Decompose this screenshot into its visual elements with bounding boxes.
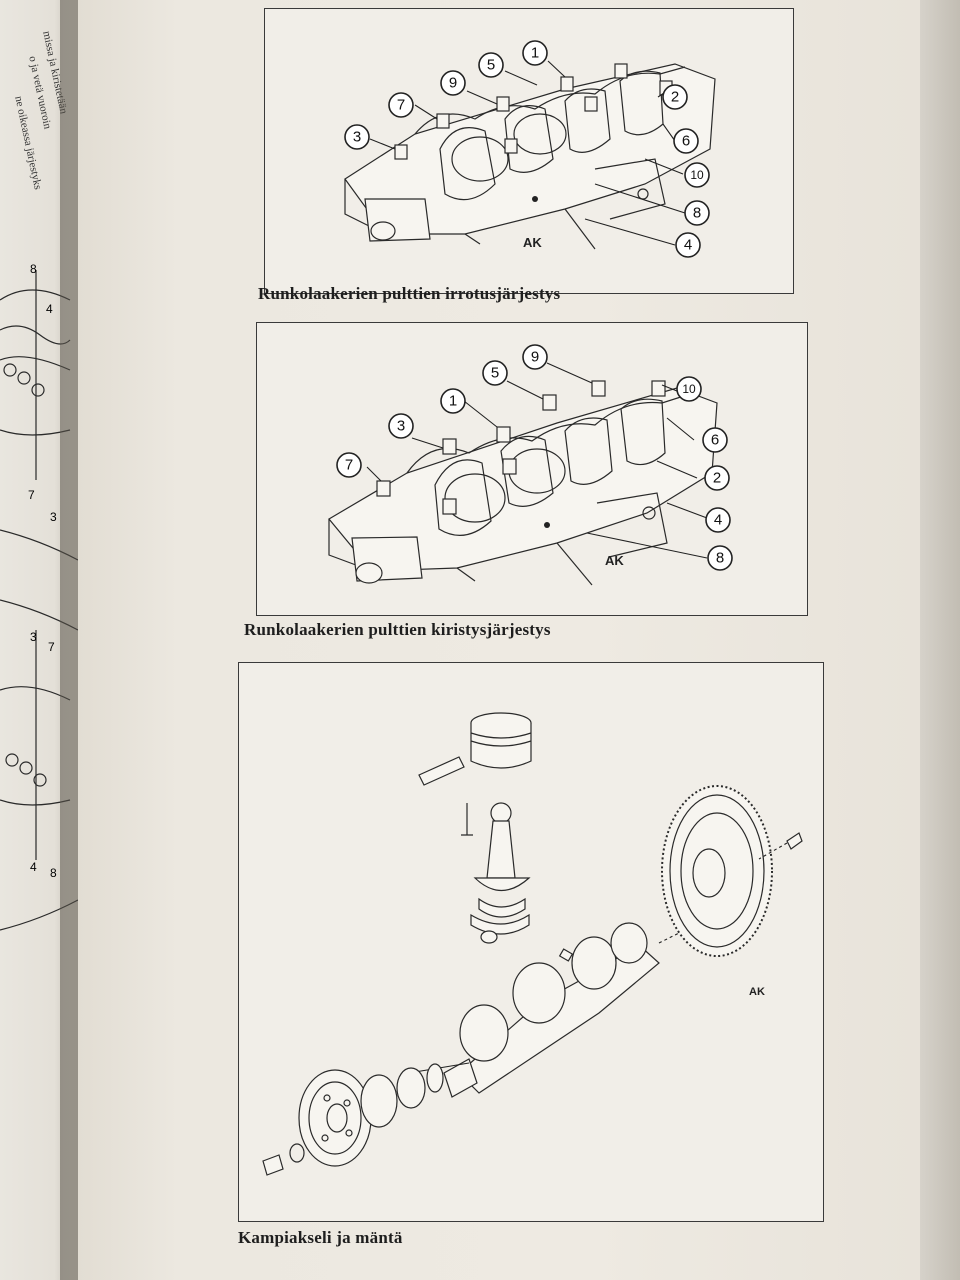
callout-9: 9 xyxy=(440,70,466,96)
left-diagram-number: 8 xyxy=(30,262,37,276)
engine-block-illustration: AK 1 2 3 4 5 6 7 8 9 10 xyxy=(344,40,716,258)
svg-text:10: 10 xyxy=(690,168,704,182)
svg-text:5: 5 xyxy=(487,57,495,74)
flywheel-icon xyxy=(661,785,773,957)
figure-caption: Runkolaakerien pulttien irrotusjärjestys xyxy=(258,284,561,303)
piston-icon xyxy=(470,712,532,769)
pulley-bolt-icon xyxy=(262,1154,284,1176)
ak-label: AK xyxy=(749,986,765,998)
left-diagram-number: 7 xyxy=(28,488,35,502)
washer-icon xyxy=(289,1143,305,1163)
svg-text:4: 4 xyxy=(714,512,722,529)
callout-3: 3 xyxy=(344,124,370,150)
figure-bolt-tightening-order: AK 1 2 3 4 5 6 7 8 9 10 xyxy=(256,322,808,616)
left-diagram-number: 3 xyxy=(30,630,37,644)
svg-text:3: 3 xyxy=(353,129,361,146)
seal-ring-icon xyxy=(426,1063,444,1093)
left-diagram-number: 3 xyxy=(50,510,57,524)
ak-label: AK xyxy=(523,235,542,250)
callout-6: 6 xyxy=(673,128,699,154)
flywheel-bolt-icon xyxy=(786,832,803,850)
callout-4: 4 xyxy=(705,507,731,533)
svg-text:8: 8 xyxy=(716,550,724,567)
callout-5: 5 xyxy=(482,360,508,386)
svg-text:1: 1 xyxy=(531,45,539,62)
left-diagram-number: 4 xyxy=(30,860,37,874)
callout-8: 8 xyxy=(684,200,710,226)
svg-text:3: 3 xyxy=(397,418,405,435)
gear-icon xyxy=(396,1067,426,1109)
pulley-icon xyxy=(298,1069,372,1167)
piston-pin-icon xyxy=(418,756,465,786)
svg-text:5: 5 xyxy=(491,365,499,382)
callout-8: 8 xyxy=(707,545,733,571)
callout-7: 7 xyxy=(336,452,362,478)
crankshaft-exploded-illustration: AK xyxy=(262,712,803,1176)
svg-text:7: 7 xyxy=(345,457,353,474)
svg-text:2: 2 xyxy=(671,89,679,106)
svg-text:9: 9 xyxy=(449,75,457,92)
figure-crankshaft-piston: AK xyxy=(238,662,824,1222)
callout-1: 1 xyxy=(522,40,548,66)
callout-5: 5 xyxy=(478,52,504,78)
svg-text:8: 8 xyxy=(693,205,701,222)
callout-7: 7 xyxy=(388,92,414,118)
figure-caption: Kampiakseli ja mäntä xyxy=(238,1228,403,1247)
crankshaft-icon xyxy=(408,922,660,1098)
page-edge xyxy=(920,0,960,1280)
engine-block-illustration: AK 1 2 3 4 5 6 7 8 9 10 xyxy=(328,344,733,586)
svg-text:7: 7 xyxy=(397,97,405,114)
svg-text:10: 10 xyxy=(682,382,696,396)
svg-text:6: 6 xyxy=(682,133,690,150)
svg-text:4: 4 xyxy=(684,237,692,254)
callout-6: 6 xyxy=(702,427,728,453)
figure-caption: Runkolaakerien pulttien kiristysjärjesty… xyxy=(244,620,551,639)
svg-text:9: 9 xyxy=(531,349,539,366)
callout-10: 10 xyxy=(676,376,702,402)
callout-9: 9 xyxy=(522,344,548,370)
callout-4: 4 xyxy=(675,232,701,258)
spacer-ring-icon xyxy=(360,1074,398,1128)
callout-10: 10 xyxy=(684,162,710,188)
callout-1: 1 xyxy=(440,388,466,414)
figure-bolt-removal-order: AK 1 2 3 4 5 6 7 8 9 10 xyxy=(264,8,794,294)
callout-2: 2 xyxy=(704,465,730,491)
left-diagram-number: 7 xyxy=(48,640,55,654)
svg-text:1: 1 xyxy=(449,393,457,410)
left-diagram-number: 8 xyxy=(50,866,57,880)
ak-label: AK xyxy=(605,553,624,568)
callout-3: 3 xyxy=(388,413,414,439)
callout-2: 2 xyxy=(662,84,688,110)
connecting-rod-icon xyxy=(461,802,531,944)
svg-text:2: 2 xyxy=(713,470,721,487)
svg-text:6: 6 xyxy=(711,432,719,449)
left-diagram-number: 4 xyxy=(46,302,53,316)
